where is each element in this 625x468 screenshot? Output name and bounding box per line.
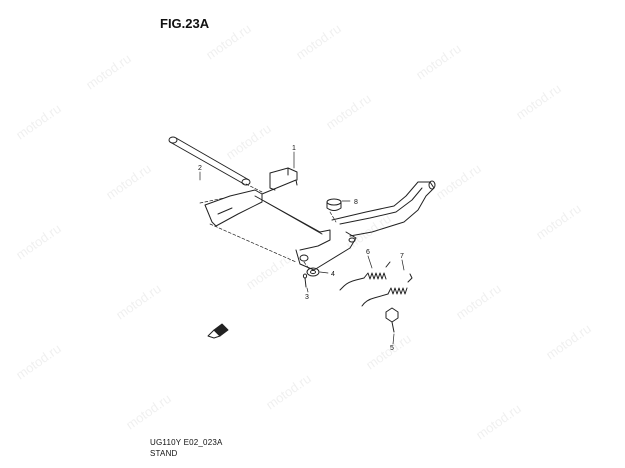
watermark-text: motod.ru bbox=[103, 161, 154, 203]
figure-code: UG110Y E02_023A bbox=[150, 438, 223, 447]
watermark-layer: motod.ru motod.ru motod.ru motod.ru moto… bbox=[13, 21, 594, 443]
leader-line-5 bbox=[392, 333, 395, 345]
callout-6: 6 bbox=[366, 249, 370, 256]
callout-1: 1 bbox=[292, 145, 296, 152]
callout-3: 3 bbox=[305, 294, 309, 301]
watermark-text: motod.ru bbox=[243, 251, 294, 293]
watermark-text: motod.ru bbox=[83, 51, 134, 93]
watermark-text: motod.ru bbox=[323, 91, 374, 133]
leader-line-7 bbox=[401, 259, 405, 271]
watermark-text: motod.ru bbox=[123, 391, 174, 433]
assembly-guide-lines bbox=[199, 183, 337, 271]
rubber-stopper bbox=[326, 198, 342, 211]
watermark-text: motod.ru bbox=[13, 341, 64, 383]
spring-lower bbox=[361, 273, 413, 307]
watermark-text: motod.ru bbox=[533, 201, 584, 243]
watermark-text: motod.ru bbox=[113, 281, 164, 323]
watermark-text: motod.ru bbox=[13, 221, 64, 263]
pivot-shaft bbox=[168, 136, 251, 186]
watermark-text: motod.ru bbox=[453, 281, 504, 323]
leader-line-3 bbox=[306, 287, 309, 293]
watermark-text: motod.ru bbox=[543, 321, 594, 363]
leader-line-6 bbox=[367, 255, 373, 269]
spring-upper bbox=[339, 261, 391, 291]
callout-8: 8 bbox=[354, 199, 358, 206]
watermark-text: motod.ru bbox=[223, 121, 274, 163]
bolt bbox=[385, 307, 399, 333]
leader-line-4 bbox=[319, 271, 329, 274]
watermark-text: motod.ru bbox=[263, 371, 314, 413]
watermark-text: motod.ru bbox=[473, 401, 524, 443]
watermark-text: motod.ru bbox=[433, 161, 484, 203]
side-stand bbox=[204, 167, 436, 271]
figure-name: STAND bbox=[150, 449, 178, 458]
figure-title: FIG.23A bbox=[160, 16, 210, 31]
front-arrow-icon bbox=[207, 323, 229, 339]
watermark-text: motod.ru bbox=[363, 331, 414, 373]
callout-4: 4 bbox=[331, 271, 335, 278]
watermark-text: motod.ru bbox=[413, 41, 464, 83]
watermark-text: motod.ru bbox=[203, 21, 254, 63]
cotter-pin bbox=[302, 273, 308, 288]
callout-2: 2 bbox=[198, 165, 202, 172]
watermark-text: motod.ru bbox=[13, 101, 64, 143]
washer bbox=[306, 267, 320, 277]
watermark-text: motod.ru bbox=[293, 21, 344, 63]
callout-7: 7 bbox=[400, 253, 404, 260]
callout-5: 5 bbox=[390, 345, 394, 352]
watermark-text: motod.ru bbox=[513, 81, 564, 123]
